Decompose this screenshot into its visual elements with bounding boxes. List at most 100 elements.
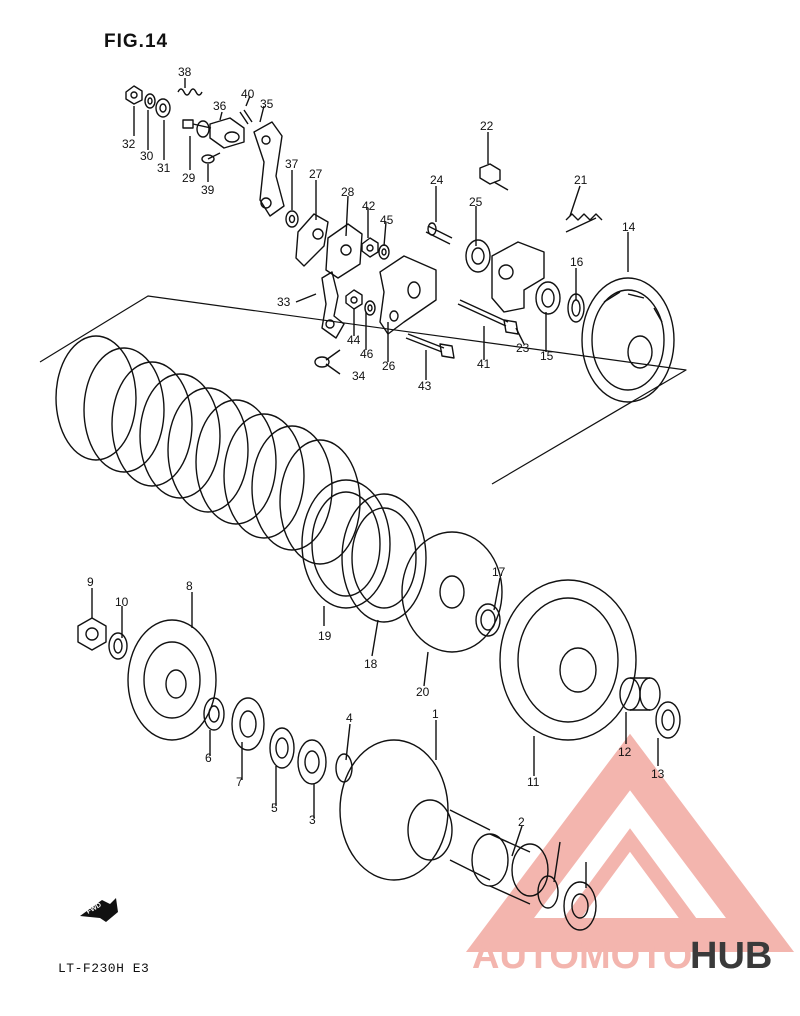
callout-35: 35	[260, 97, 274, 111]
callout-12: 12	[618, 745, 632, 759]
part-37-washer	[285, 210, 299, 228]
part-45-washer	[378, 244, 390, 260]
part-8-one-way-clutch	[127, 619, 217, 741]
part-30-washer	[144, 93, 156, 109]
clutch-plate-stack	[55, 335, 361, 565]
part-4-circlip-lower	[537, 875, 559, 909]
callout-40: 40	[241, 87, 255, 101]
callout-29: 29	[182, 171, 196, 185]
watermark-text: AUTOMOTO HUB	[472, 935, 772, 977]
callout-41: 41	[477, 357, 491, 371]
callout-27: 27	[309, 167, 323, 181]
callout-labels: 38 40 36 35 32 30 31 29 39 37 27 28 42 4…	[87, 65, 665, 829]
callout-23: 23	[516, 341, 530, 355]
part-1-clutch-drum	[339, 739, 491, 881]
part-21-spring	[565, 213, 603, 233]
part-18-hub-plate	[341, 493, 427, 623]
callout-43: 43	[418, 379, 432, 393]
part-27-lever	[295, 213, 329, 267]
callout-10: 10	[115, 595, 129, 609]
callout-16: 16	[570, 255, 584, 269]
part-2-sleeve	[471, 833, 549, 905]
part-23-cam-plate	[491, 241, 545, 313]
part-20-pressure-plate	[401, 531, 503, 653]
part-17-ring	[475, 603, 501, 637]
callout-7: 7	[236, 775, 243, 789]
callout-5: 5	[271, 801, 278, 815]
part-36-cam	[209, 117, 245, 149]
callout-14: 14	[622, 220, 636, 234]
part-9-nut	[77, 617, 107, 651]
part-3-bearing-upper	[297, 739, 327, 785]
watermark-text-part2: HUB	[690, 935, 772, 977]
part-28-plate	[325, 223, 363, 279]
part-12-collar	[619, 677, 661, 711]
callout-25: 25	[469, 195, 483, 209]
callout-34: 34	[352, 369, 366, 383]
callout-1: 1	[432, 707, 439, 721]
part-11-primary-gear	[499, 579, 637, 741]
part-34-bolt	[314, 349, 341, 368]
part-5-washer	[269, 727, 295, 769]
part-31-washer	[155, 98, 171, 118]
part-40-pin	[239, 109, 253, 125]
callout-30: 30	[140, 149, 154, 163]
part-26-bracket	[379, 255, 437, 335]
part-38-spring	[177, 88, 203, 96]
part-39-screw	[201, 152, 221, 164]
callout-45: 45	[380, 213, 394, 227]
watermark-text-part1: AUTOMOTO	[472, 935, 692, 977]
part-7-bearing	[231, 697, 265, 751]
part-24-bolt	[425, 222, 453, 245]
callout-6: 6	[205, 751, 212, 765]
model-code: LT-F230H E3	[58, 961, 150, 976]
callout-39: 39	[201, 183, 215, 197]
callout-46: 46	[360, 347, 374, 361]
callout-33: 33	[277, 295, 291, 309]
callout-3-upper: 3	[309, 813, 316, 827]
callout-44: 44	[347, 333, 361, 347]
callout-36: 36	[213, 99, 227, 113]
callout-24: 24	[430, 173, 444, 187]
callout-21: 21	[574, 173, 588, 187]
part-33-link	[321, 271, 345, 339]
callout-9: 9	[87, 575, 94, 589]
callout-19: 19	[318, 629, 332, 643]
callout-26: 26	[382, 359, 396, 373]
watermark-logo	[465, 733, 795, 952]
part-44-nut	[345, 289, 363, 310]
part-14-clutch-housing	[581, 277, 675, 403]
callout-11: 11	[527, 775, 540, 789]
assembly-outline	[39, 295, 687, 485]
part-10-washer	[108, 632, 128, 660]
part-19-plate	[301, 479, 391, 609]
fwd-arrow-badge: FWD	[80, 898, 118, 922]
callout-20: 20	[416, 685, 430, 699]
part-41-bolt	[457, 299, 519, 335]
callout-8: 8	[186, 579, 193, 593]
callout-15: 15	[540, 349, 554, 363]
callout-13: 13	[651, 767, 665, 781]
part-13-washer	[655, 701, 681, 739]
callout-28: 28	[341, 185, 355, 199]
part-4-circlip-upper	[335, 753, 353, 783]
callout-22: 22	[480, 119, 494, 133]
callout-38: 38	[178, 65, 192, 79]
figure-title: FIG.14	[104, 31, 169, 52]
callout-37: 37	[285, 157, 299, 171]
part-15-bearing	[535, 281, 561, 315]
part-29-bolt	[182, 119, 212, 138]
part-35-arm	[253, 121, 285, 217]
part-46-washer	[364, 300, 376, 316]
callout-31: 31	[157, 161, 171, 175]
callout-17: 17	[492, 565, 506, 579]
callout-18: 18	[364, 657, 378, 671]
part-43-bolt	[405, 333, 455, 359]
part-6-collar	[203, 697, 225, 731]
part-3-bearing-lower	[563, 881, 597, 931]
part-32-nut	[125, 85, 143, 105]
part-25-bearing	[465, 239, 491, 273]
part-22-bolt	[479, 163, 509, 191]
